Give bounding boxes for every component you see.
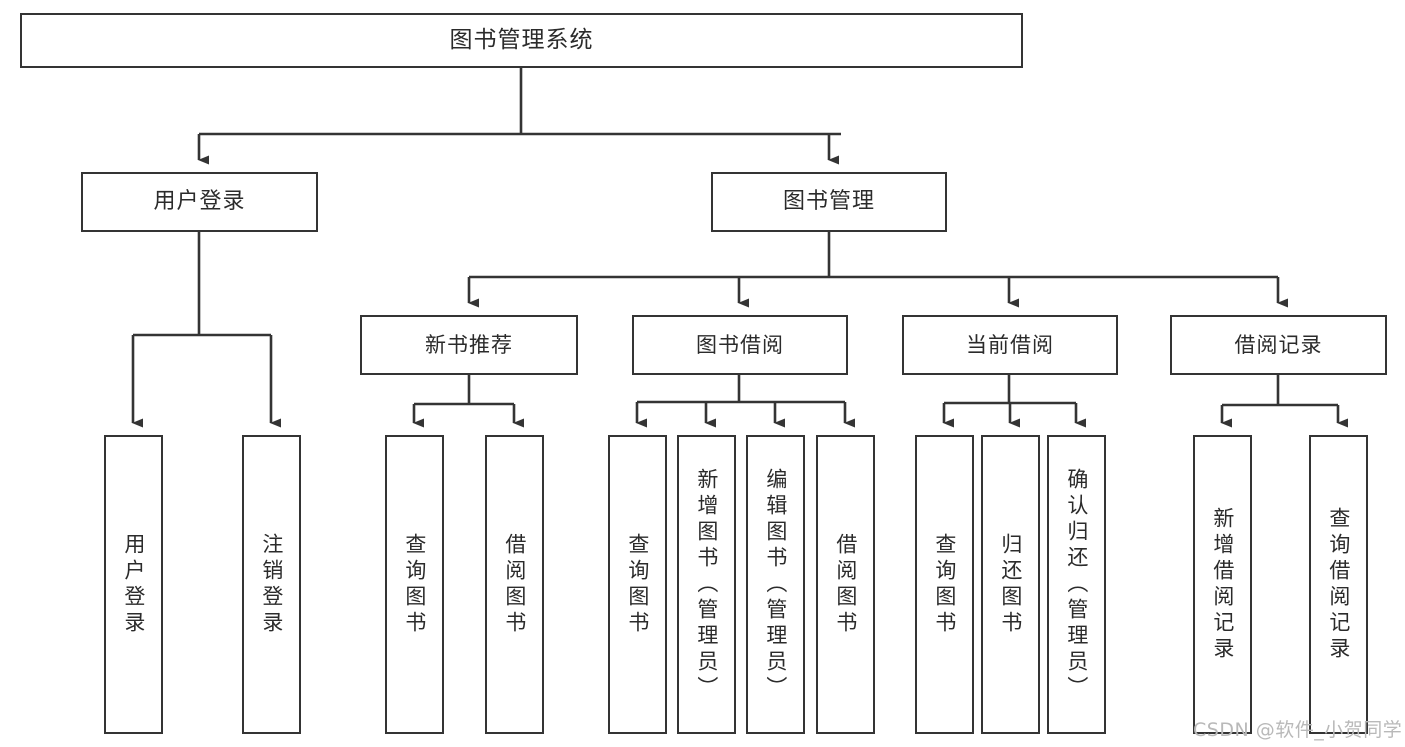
node-current-borrow[interactable]: 当前借阅 <box>902 315 1118 375</box>
leaf-query-book-3[interactable]: 查询图书 <box>915 435 974 734</box>
node-book-borrow-label: 图书借阅 <box>696 332 784 357</box>
leaf-borrow-book-1-label: 借阅图书 <box>502 532 527 637</box>
node-user-login[interactable]: 用户登录 <box>81 172 318 232</box>
leaf-add-record[interactable]: 新增借阅记录 <box>1193 435 1252 734</box>
leaf-user-login-label: 用户登录 <box>121 532 146 637</box>
leaf-return-book[interactable]: 归还图书 <box>981 435 1040 734</box>
node-book-borrow[interactable]: 图书借阅 <box>632 315 848 375</box>
node-current-borrow-label: 当前借阅 <box>966 332 1054 357</box>
node-new-book-recommend[interactable]: 新书推荐 <box>360 315 578 375</box>
node-borrow-record[interactable]: 借阅记录 <box>1170 315 1387 375</box>
node-root[interactable]: 图书管理系统 <box>20 13 1023 68</box>
leaf-add-book[interactable]: 新增图书（管理员） <box>677 435 736 734</box>
leaf-borrow-book-2[interactable]: 借阅图书 <box>816 435 875 734</box>
leaf-query-record-label: 查询借阅记录 <box>1326 506 1351 663</box>
csdn-watermark: CSDN @软件_小贺同学 <box>1193 719 1403 741</box>
leaf-query-book-1-label: 查询图书 <box>402 532 427 637</box>
leaf-query-book-2-label: 查询图书 <box>625 532 650 637</box>
leaf-return-book-label: 归还图书 <box>998 532 1023 637</box>
node-root-label: 图书管理系统 <box>449 26 594 53</box>
leaf-user-logout[interactable]: 注销登录 <box>242 435 301 734</box>
node-book-manage[interactable]: 图书管理 <box>711 172 947 232</box>
leaf-add-book-label: 新增图书（管理员） <box>694 467 719 702</box>
leaf-add-record-label: 新增借阅记录 <box>1210 506 1235 663</box>
leaf-user-login[interactable]: 用户登录 <box>104 435 163 734</box>
leaf-query-book-2[interactable]: 查询图书 <box>608 435 667 734</box>
leaf-query-book-1[interactable]: 查询图书 <box>385 435 444 734</box>
leaf-confirm-return[interactable]: 确认归还（管理员） <box>1047 435 1106 734</box>
node-borrow-record-label: 借阅记录 <box>1234 332 1323 357</box>
node-user-login-label: 用户登录 <box>153 189 246 215</box>
leaf-query-record[interactable]: 查询借阅记录 <box>1309 435 1368 734</box>
leaf-edit-book-label: 编辑图书（管理员） <box>763 467 788 702</box>
leaf-borrow-book-2-label: 借阅图书 <box>833 532 858 637</box>
leaf-query-book-3-label: 查询图书 <box>932 532 957 637</box>
leaf-user-logout-label: 注销登录 <box>259 532 284 637</box>
leaf-borrow-book-1[interactable]: 借阅图书 <box>485 435 544 734</box>
node-book-manage-label: 图书管理 <box>782 189 875 215</box>
leaf-edit-book[interactable]: 编辑图书（管理员） <box>746 435 805 734</box>
node-new-book-recommend-label: 新书推荐 <box>425 332 513 357</box>
leaf-confirm-return-label: 确认归还（管理员） <box>1064 467 1089 702</box>
